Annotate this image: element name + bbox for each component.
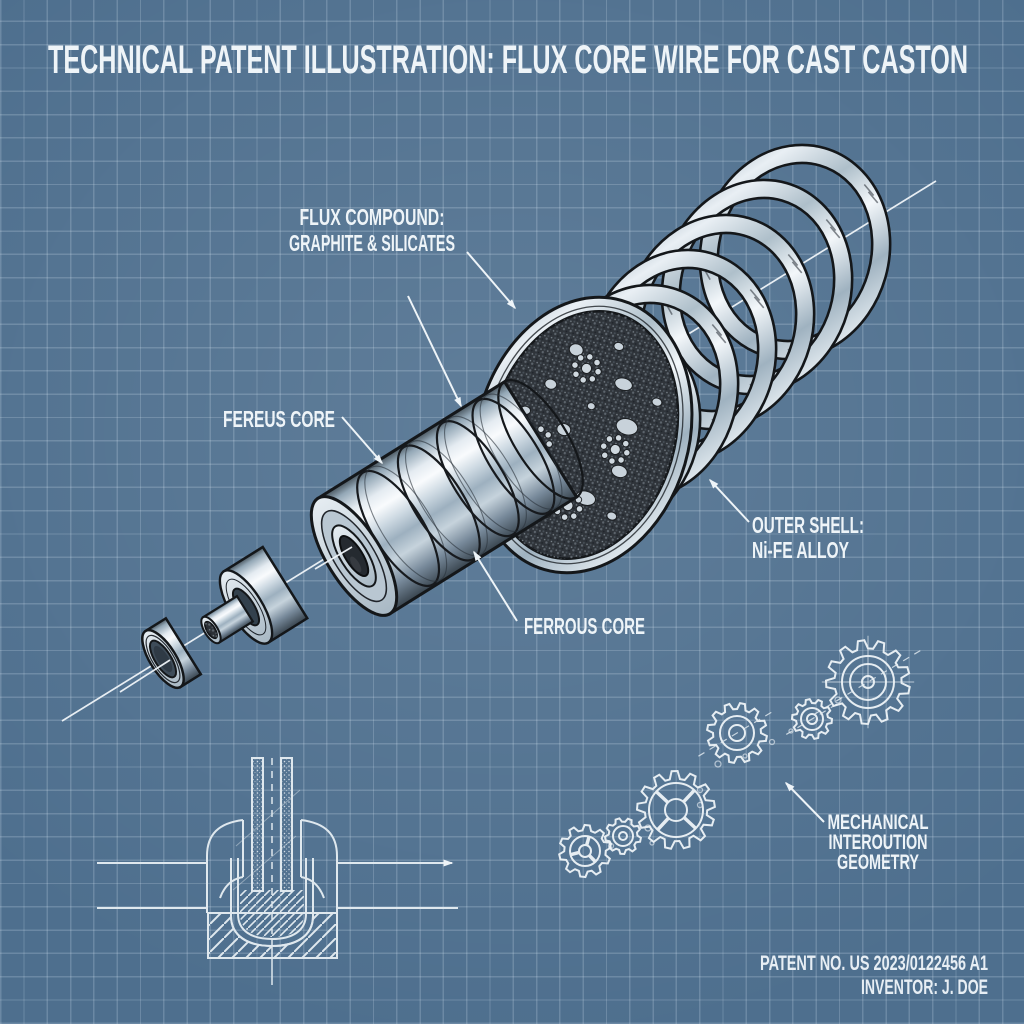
exploded-stub-wire [200, 594, 255, 645]
fereus-core-label: FEREUS CORE [223, 406, 335, 432]
nozzle-bell-right [300, 819, 338, 913]
mechanical-label-line2: INTEROUTION [829, 831, 928, 854]
leader-lines [341, 251, 825, 823]
exploded-end-ring [141, 616, 203, 690]
gear-2 [603, 817, 643, 856]
mechanical-label-line3: GEOMETRY [837, 851, 919, 874]
flux-compound-label-line2: GRAPHITE & SILICATES [289, 230, 455, 256]
gear-debris-dot [607, 842, 615, 850]
gear-debris-dot [742, 753, 748, 759]
ferrous-core-label: FERROUS CORE [524, 613, 645, 639]
nozzle-bell-left [206, 819, 244, 913]
gear-1 [558, 823, 612, 879]
ferrous-core-cylinder [309, 379, 584, 617]
mechanical-label-line1: MECHANICAL [828, 811, 929, 834]
gear-debris-dot [644, 824, 652, 832]
outer-shell-label-line2: Ni-FE ALLOY [752, 537, 849, 563]
gear-debris-dot [788, 728, 794, 734]
cylinder-grooves [356, 393, 563, 588]
inventor: INVENTOR: J. DOE [861, 976, 988, 999]
gear-5 [785, 697, 839, 741]
patent-number: PATENT NO. US 2023/0122456 A1 [760, 952, 988, 975]
construction-line-1 [235, 789, 301, 847]
construction-line-2 [232, 835, 297, 891]
cylinder-open-end [309, 495, 399, 617]
gear-3 [635, 769, 717, 850]
flux-compound-label-line1: FLUX COMPOUND: [300, 204, 445, 230]
page-title: TECHNICAL PATENT ILLUSTRATION: FLUX CORE… [48, 38, 968, 82]
leader-mechanical [784, 781, 825, 823]
gear-debris-dot [696, 786, 704, 794]
weld-pool-hatched [240, 890, 304, 937]
gear-debris-dot [696, 801, 704, 809]
leader-ferrous-core [473, 550, 518, 622]
leader-outer-shell [708, 478, 750, 523]
electrode-strip-left [251, 757, 264, 892]
outer-shell-label-line1: OUTER SHELL: [752, 512, 864, 538]
leader-fereus-core [341, 416, 383, 465]
weld-cup-inner [237, 858, 307, 941]
leader-flux-to-cylinder [407, 295, 462, 408]
gear-debris-dot [649, 840, 655, 846]
weld-cup-outer [230, 858, 314, 948]
gear-4 [698, 701, 776, 765]
gear-debris-dot [768, 738, 776, 746]
gear-debris-dot [834, 696, 842, 704]
leader-flux-to-disc [466, 251, 516, 310]
axis-centerline-overlay [119, 546, 353, 693]
exploded-collar [218, 545, 309, 645]
gear-debris-dot [714, 760, 722, 768]
weld-cross-section-drawing [97, 757, 458, 985]
gear-6 [813, 635, 923, 729]
gear-train-drawing [558, 635, 923, 879]
text-layer: TECHNICAL PATENT ILLUSTRATION: FLUX CORE… [48, 38, 988, 999]
electrode-strip-right [280, 757, 293, 892]
